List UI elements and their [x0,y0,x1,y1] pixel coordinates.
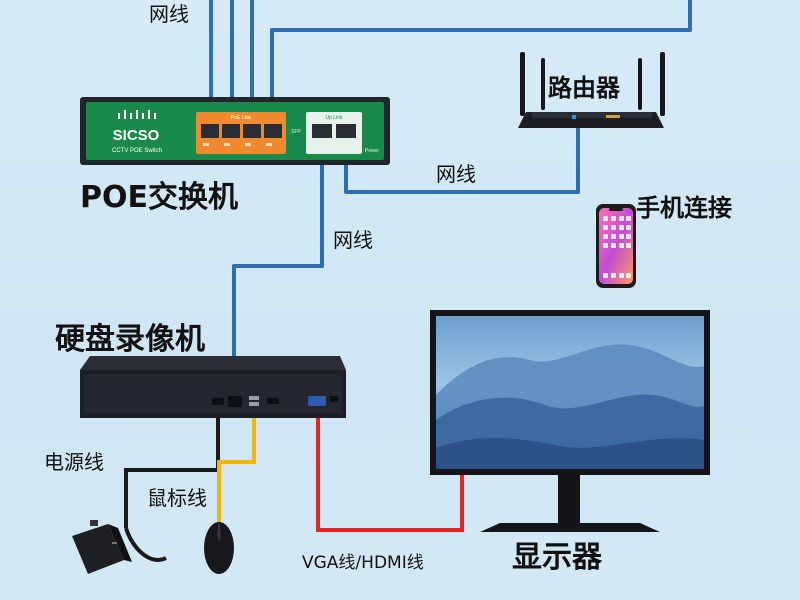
poe-cable-4 [270,0,692,118]
nvr-vga-port [308,396,326,406]
cable-label-top: 网线 [149,2,189,26]
brand-name: SICSO [113,127,160,144]
switch-model: CCTV POE Switch [112,148,162,154]
nvr-lan-port [228,396,242,407]
mouse-cable-label: 鼠标线 [147,486,207,510]
cable-label-left: 网线 [333,228,373,252]
uplink-label: Up Link [326,115,343,121]
uplink-port-2 [336,124,356,138]
nvr-device [80,356,346,418]
mouse-cable [217,404,256,522]
poe-switch-label: POE交换机 [80,180,238,215]
nvr-usb-port-2 [249,402,259,406]
phone-label: 手机连接 [636,194,732,222]
monitor-device [430,310,710,532]
uplink-nvr-cable [232,140,324,396]
poe-port-2 [222,124,240,138]
video-cable [316,404,464,532]
brand-logo-icon [118,110,156,119]
uplink-port-1 [312,124,332,138]
video-cable-label: VGA线/HDMI线 [302,553,424,573]
poe-port-1 [201,124,219,138]
phone-app-icons [603,216,631,278]
mouse-device [204,522,234,574]
nvr-label: 硬盘录像机 [55,322,205,357]
nvr-hdmi-port [267,398,279,404]
poe-ports [201,124,282,138]
sfp-label: SFP [291,129,301,135]
nvr-usb-port-1 [249,396,259,400]
cable-label-mid: 网线 [436,162,476,186]
poe-switch: SICSO CCTV POE Switch PoE Link SFP Up Li… [80,97,390,165]
poe-port-3 [243,124,261,138]
poe-group-label: PoE Link [231,115,252,121]
power-adapter [72,520,132,574]
power-cable [124,404,220,562]
power-cable-label: 电源线 [44,450,104,474]
power-label: Power [365,148,380,154]
phone-device [596,204,636,288]
monitor-label: 显示器 [512,540,602,575]
nvr-power-port [212,398,224,405]
uplink-router-cable [344,128,580,194]
poe-port-4 [264,124,282,138]
router-label: 路由器 [548,74,620,102]
router-device [518,52,665,128]
